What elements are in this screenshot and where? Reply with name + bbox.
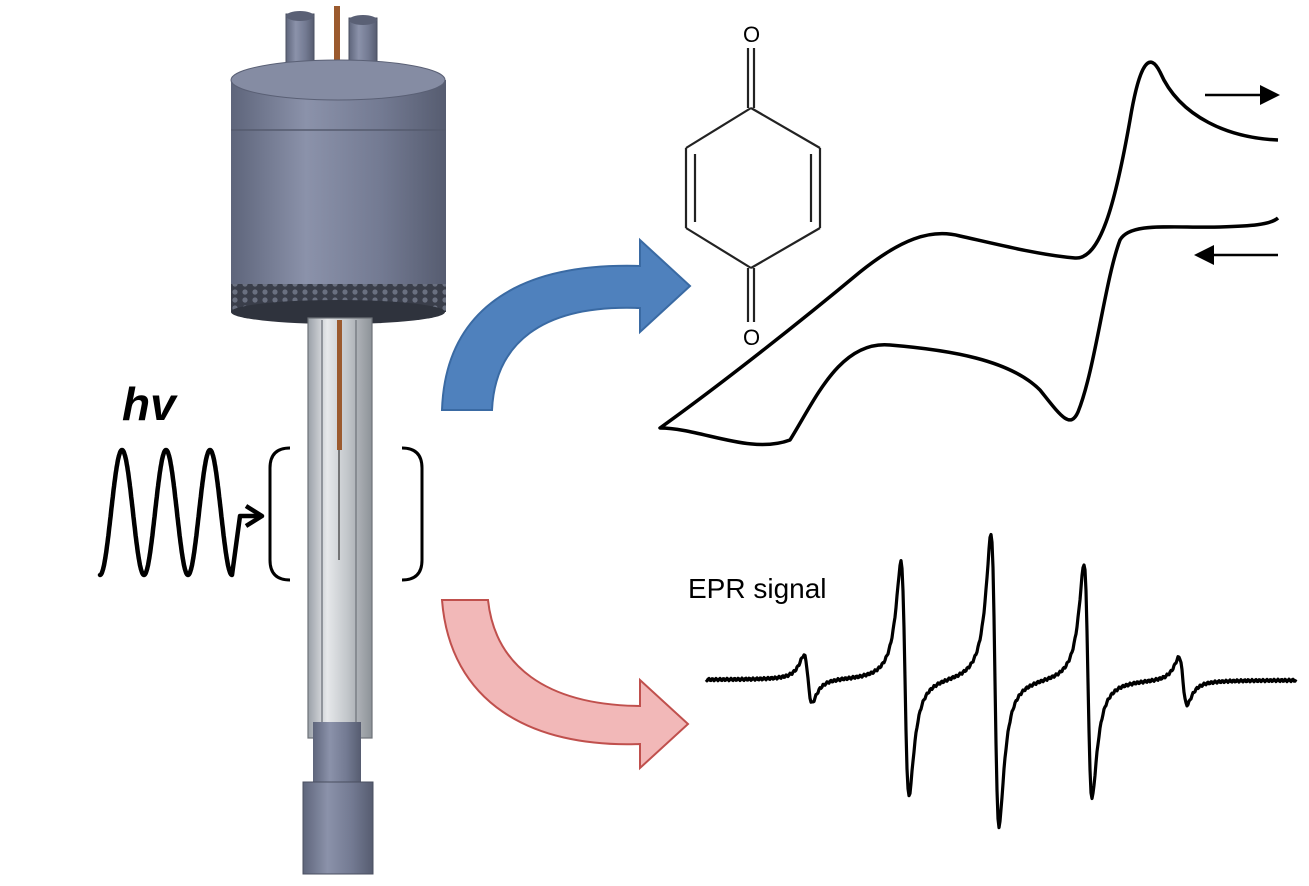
scan-forward-arrow-icon (1205, 85, 1280, 105)
photoelectrochemical-cell-icon (230, 6, 446, 875)
arrow-to-epr (440, 599, 690, 771)
light-label: hv (122, 378, 178, 430)
cell-inlet-tube-left-top (286, 11, 314, 21)
epr-label: EPR signal (688, 573, 827, 604)
cell-mesh-ring-bottom (231, 300, 445, 324)
cell-bottom-fitting (313, 722, 361, 784)
light-wave-icon (97, 447, 263, 578)
illumination-bracket-left (268, 446, 291, 582)
cell-working-electrode (337, 320, 342, 450)
cyclic-voltammogram-curve (658, 60, 1280, 447)
scan-reverse-arrow-icon (1194, 245, 1278, 265)
cell-electrode-wire (334, 6, 340, 86)
cell-cap (231, 80, 446, 290)
light-wave-arrowhead (244, 504, 265, 528)
oxygen-atom-bottom: O (743, 325, 760, 350)
cell-bottom-foot (302, 781, 374, 875)
cell-inlet-tube-right-top (349, 15, 377, 25)
epr-spectrum-curve (704, 532, 1298, 830)
arrow-to-voltammetry (440, 237, 692, 411)
benzoquinone-structure-icon (684, 48, 822, 322)
oxygen-atom-top: O (743, 22, 760, 47)
illumination-bracket-right (401, 446, 424, 582)
cell-cap-top (230, 59, 446, 101)
